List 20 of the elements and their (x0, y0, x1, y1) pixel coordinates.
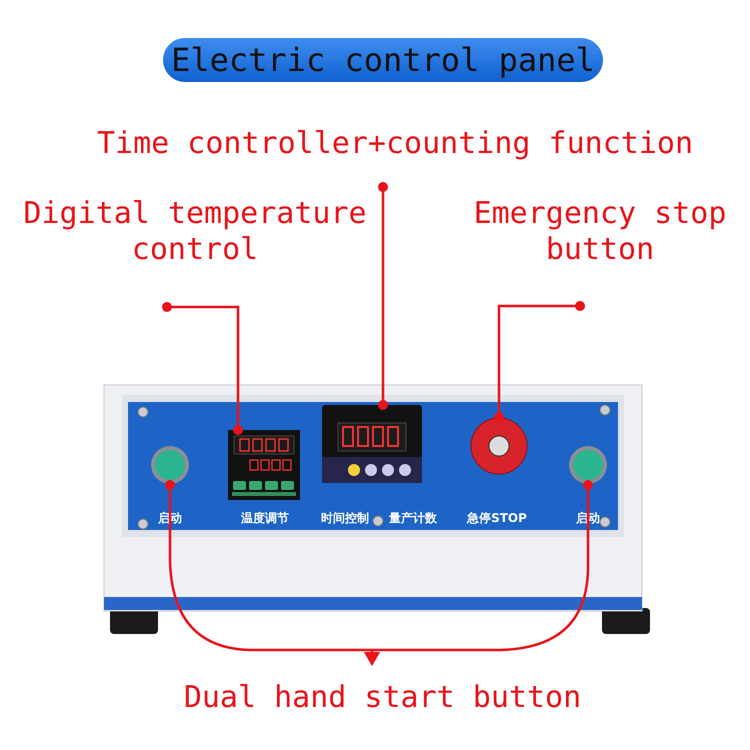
temperature-controller-drawing (228, 430, 300, 500)
start-button (568, 445, 608, 485)
callout-text: Digital temperature control (12, 196, 378, 307)
panel-label: 时间控制 (321, 510, 369, 527)
callout-text: Dual hand start button (170, 666, 595, 722)
callout-text: Time controller+counting function (80, 126, 710, 187)
panel-label: 温度调节 (241, 510, 289, 527)
leader-line (378, 182, 388, 410)
start-button (150, 445, 190, 485)
panel-label: 启动 (576, 510, 600, 527)
panel-label: 启动 (158, 510, 182, 527)
emergency-stop-button (470, 417, 528, 475)
panel-label: 量产计数 (389, 510, 437, 527)
timer-counter-drawing (322, 405, 422, 483)
leader-line (162, 302, 243, 435)
panel-label: 急停STOP (467, 510, 527, 527)
title-banner: Electric control panel (163, 38, 603, 82)
leader-line (494, 301, 585, 422)
callout-text: Emergency stop button (460, 196, 740, 306)
leader-line (364, 480, 593, 666)
